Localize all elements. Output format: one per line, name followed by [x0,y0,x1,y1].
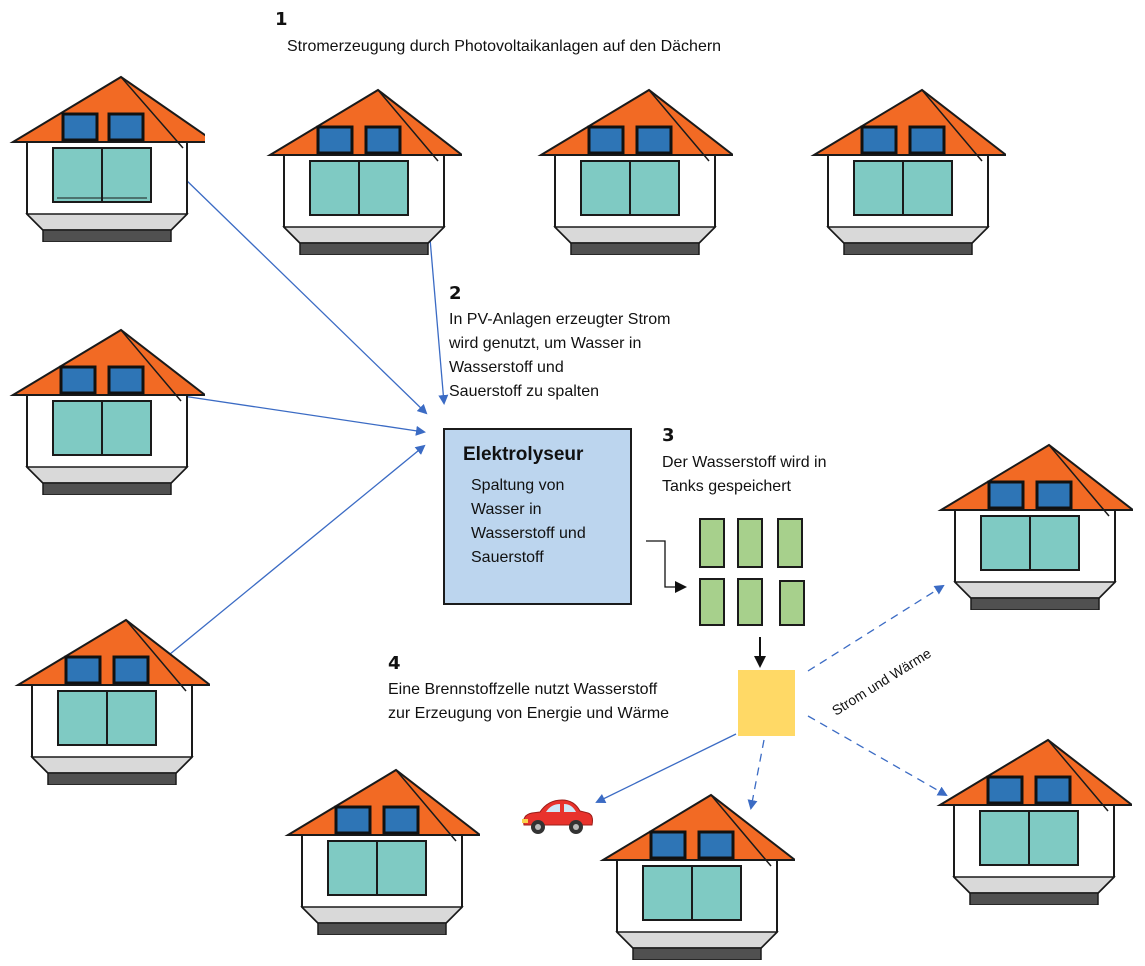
step-2-line: Sauerstoff zu spalten [449,383,600,400]
hydrogen-tank-icon [699,518,725,568]
step-2-line: Wasserstoff und [449,359,564,376]
arrow-fuelcell-car [595,733,737,803]
hydrogen-tank-icon [777,518,803,568]
step-1-number: 1 [275,9,288,30]
arrow-fuelcell-house9 [747,739,765,810]
step-2-number: 2 [449,283,462,304]
arrow-house6-electrolyzer [141,444,426,678]
hydrogen-tank-icon [779,580,805,626]
arrow-house5-electrolyzer [175,394,426,436]
house-icon [14,618,210,785]
hydrogen-tank-icon [699,578,725,626]
step-3-line: Der Wasserstoff wird in [662,454,827,471]
house-icon [936,738,1132,905]
step-1-text: Stromerzeugung durch Photovoltaikanlagen… [287,38,722,55]
house-icon [9,328,205,495]
step-4-text: Eine Brennstoffzelle nutzt Wasserstoff z… [388,678,669,726]
house-icon [537,88,733,255]
arrow-fuelcell-house7 [807,584,945,672]
house-icon [937,443,1133,610]
arrow-electrolyzer-tanks [646,540,687,593]
house-icon [810,88,1006,255]
step-4-line: zur Erzeugung von Energie und Wärme [388,705,670,722]
step-2-text: In PV-Anlagen erzeugter Strom wird genut… [449,308,670,404]
house-icon [599,793,795,960]
electrolyzer-line: Wasser in [471,501,542,518]
electrolyzer-description: Spaltung von Wasser in Wasserstoff und S… [471,474,631,570]
fuel-cell-icon [738,670,795,736]
electrolyzer-line: Spaltung von [471,477,565,494]
step-2-line: In PV-Anlagen erzeugter Strom [449,311,671,328]
step-3-number: 3 [662,425,675,446]
electrolyzer-box: Elektrolyseur Spaltung von Wasser in Was… [443,428,632,605]
house-icon [284,768,480,935]
arrow-fuelcell-house10 [807,715,948,796]
step-4-line: Eine Brennstoffzelle nutzt Wasserstoff [388,681,658,698]
hydrogen-tank-icon [737,518,763,568]
step-2-line: wird genutzt, um Wasser in [449,335,642,352]
electrolyzer-title: Elektrolyseur [463,444,584,465]
hydrogen-tank-icon [737,578,763,626]
step-3-text: Der Wasserstoff wird in Tanks gespeicher… [662,451,826,499]
electrolyzer-line: Wasserstoff und [471,525,586,542]
house-icon [9,75,205,242]
step-4-number: 4 [388,653,401,674]
house-icon [266,88,462,255]
arrow-house1-electrolyzer [147,142,428,415]
car-icon [522,799,593,834]
electrolyzer-line: Sauerstoff [471,549,544,566]
step-3-line: Tanks gespeichert [662,478,791,495]
